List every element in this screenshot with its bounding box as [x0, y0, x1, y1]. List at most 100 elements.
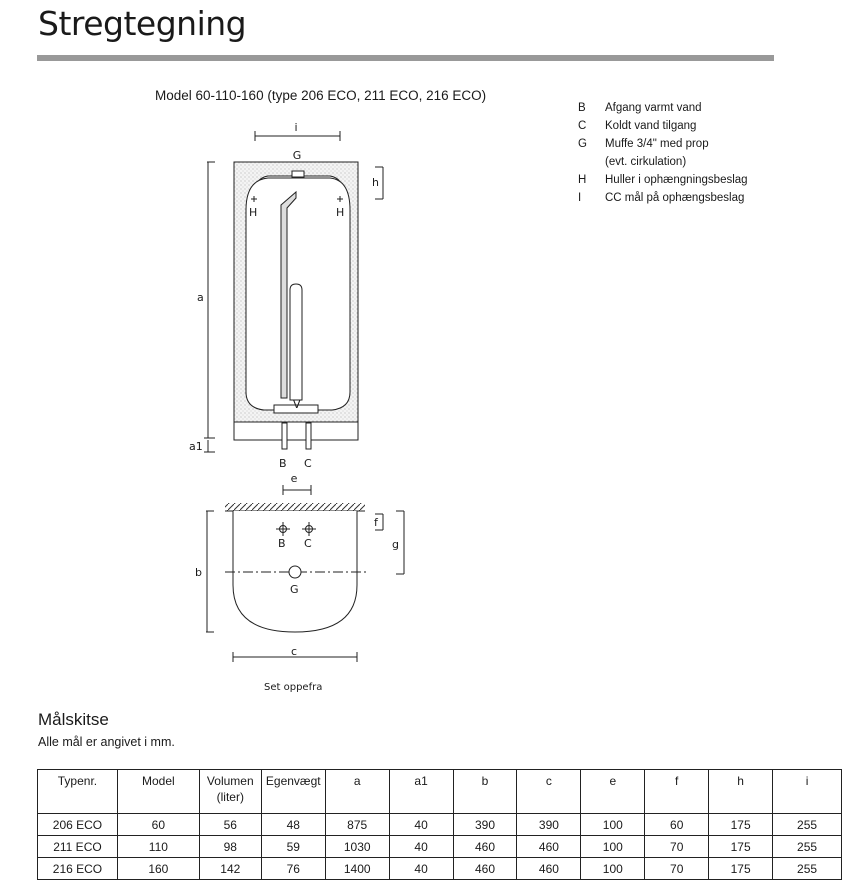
table-cell: 875 [324, 813, 390, 836]
legend-item: H Huller i ophængningsbeslag [578, 171, 748, 189]
label-h-right: H [336, 206, 344, 219]
pipe-c [305, 422, 312, 450]
column-header: h [708, 769, 774, 814]
table-cell: 175 [708, 835, 774, 858]
table-cell: 216 ECO [37, 857, 118, 880]
table-cell: 255 [772, 835, 842, 858]
label-f: f [374, 516, 379, 529]
legend: B Afgang varmt vand C Koldt vand tilgang… [578, 99, 748, 207]
label-c-dim: c [291, 645, 297, 658]
dimension-a1 [204, 440, 215, 453]
bottom-ledge [233, 421, 359, 441]
table-cell: 60 [116, 813, 200, 836]
label-b-top: B [278, 537, 286, 550]
section-note: Alle mål er angivet i mm. [38, 735, 175, 749]
top-view [206, 485, 405, 662]
table-cell: 211 ECO [37, 835, 118, 858]
legend-item: I CC mål på ophængsbeslag [578, 189, 748, 207]
column-header: b [452, 769, 518, 814]
dimension-c [232, 652, 358, 662]
column-header: e [580, 769, 646, 814]
legend-item: C Koldt vand tilgang [578, 117, 748, 135]
technical-drawing: i G h H H a a1 V B C [189, 121, 405, 693]
dimension-g [396, 510, 405, 575]
legend-item: G Muffe 3/4" med prop [578, 135, 748, 153]
table-cell: 70 [644, 835, 710, 858]
flange [273, 404, 319, 414]
label-i: i [294, 121, 297, 134]
column-header: Typenr. [37, 769, 118, 814]
section-heading: Målskitse [38, 710, 109, 729]
label-c: C [304, 457, 312, 470]
column-header-line: (liter) [216, 790, 244, 804]
label-h-left: H [249, 206, 257, 219]
table-cell: 56 [198, 813, 262, 836]
legend-text: (evt. cirkulation) [605, 156, 687, 168]
table-cell: 60 [644, 813, 710, 836]
connector-g-top [288, 565, 302, 579]
table-cell: 100 [580, 835, 646, 858]
page-title: Stregtegning [38, 4, 247, 43]
table-cell: 40 [388, 813, 454, 836]
table-cell: 110 [116, 835, 200, 858]
top-view-labels: e f g b B C G c Set oppefra [195, 472, 399, 693]
table-cell: 175 [708, 857, 774, 880]
label-g-top: G [290, 583, 299, 596]
dimension-a [204, 161, 215, 439]
connector-g [291, 170, 305, 178]
connector-b-top [276, 522, 290, 536]
inner-pipe [280, 190, 297, 399]
table-cell: 390 [452, 813, 518, 836]
legend-text: Koldt vand tilgang [605, 120, 697, 132]
column-header: a [324, 769, 390, 814]
legend-key: I [578, 192, 582, 204]
legend-item: (evt. cirkulation) [578, 153, 748, 171]
pipe-b [281, 422, 288, 450]
label-a: a [197, 291, 204, 304]
column-header: a1 [388, 769, 454, 814]
heating-element [289, 283, 303, 401]
table-cell: 70 [644, 857, 710, 880]
front-view-labels: i G h H H a a1 V B C [189, 121, 379, 470]
table-cell: 142 [198, 857, 262, 880]
table-cell: 460 [452, 835, 518, 858]
legend-key: C [578, 120, 587, 132]
column-header: Volumen (liter) [198, 769, 262, 814]
wall-hatch [225, 503, 365, 511]
table-cell: 175 [708, 813, 774, 836]
table-cell: 160 [116, 857, 200, 880]
legend-text: Muffe 3/4" med prop [605, 138, 709, 150]
drawing-caption: Set oppefra [264, 682, 322, 693]
legend-text: Afgang varmt vand [605, 102, 702, 114]
table-cell: 40 [388, 835, 454, 858]
label-a1: a1 [189, 440, 203, 453]
table-row: 211 ECO 110 98 59 1030 40 460 460 100 70… [37, 835, 842, 858]
dimensions-table: Typenr. Model Volumen (liter) Egenvægt a… [37, 769, 842, 880]
label-h: h [372, 176, 379, 189]
legend-key: G [578, 138, 587, 150]
table-cell: 1400 [324, 857, 390, 880]
title-rule [37, 55, 774, 61]
table-row: 216 ECO 160 142 76 1400 40 460 460 100 7… [37, 857, 842, 880]
column-header: i [772, 769, 842, 814]
label-g-dim: g [392, 538, 399, 551]
table-cell: 98 [198, 835, 262, 858]
table-cell: 460 [516, 835, 582, 858]
table-cell: 255 [772, 813, 842, 836]
connector-c-top [302, 522, 316, 536]
table-cell: 1030 [324, 835, 390, 858]
table-row: 206 ECO 60 56 48 875 40 390 390 100 60 1… [37, 813, 842, 836]
label-b: B [279, 457, 287, 470]
table-cell: 460 [516, 857, 582, 880]
label-e: e [291, 472, 298, 485]
legend-text: CC mål på ophængsbeslag [605, 192, 745, 204]
dimension-e [282, 485, 312, 495]
legend-key: B [578, 102, 586, 114]
column-header: Model [116, 769, 200, 814]
table-cell: 255 [772, 857, 842, 880]
table-cell: 59 [260, 835, 326, 858]
table-cell: 76 [260, 857, 326, 880]
label-g: G [293, 149, 302, 162]
table-cell: 390 [516, 813, 582, 836]
table-header-row: Typenr. Model Volumen (liter) Egenvægt a… [37, 769, 842, 814]
